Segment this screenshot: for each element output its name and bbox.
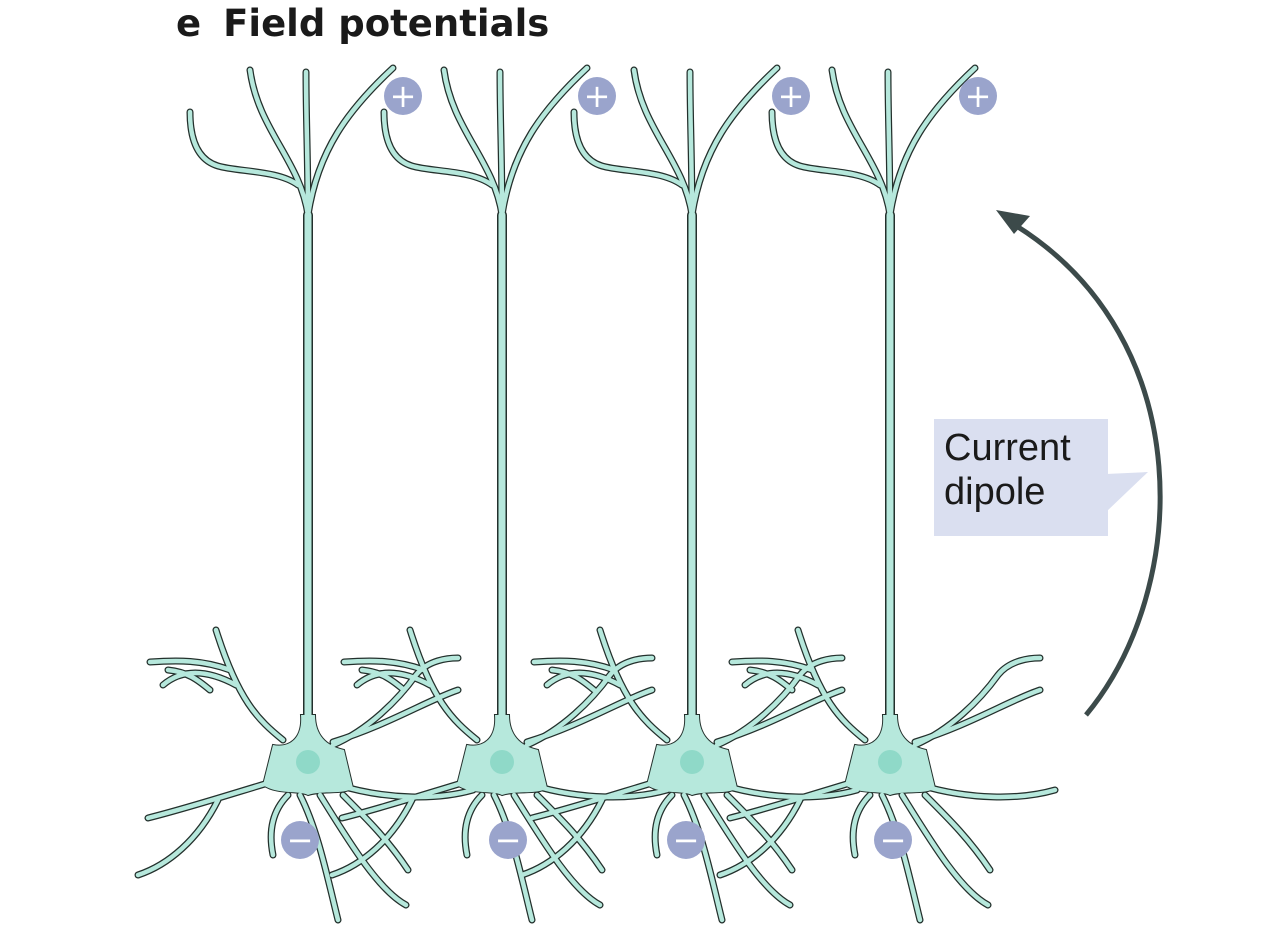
svg-text:−: − (287, 821, 314, 859)
dendrite-outline (794, 626, 869, 744)
dendrite (747, 667, 795, 693)
dendrite (719, 782, 860, 800)
dendrite-outline (498, 64, 591, 219)
dendrite (899, 792, 991, 908)
dendrite (359, 667, 407, 693)
dendrite (689, 65, 780, 218)
dendrite (441, 67, 505, 218)
dendrite (354, 670, 433, 688)
svg-text:+: + (584, 77, 611, 115)
dendrite (544, 670, 623, 688)
nucleus (680, 750, 704, 774)
positive-charge-icon: + (384, 77, 422, 115)
dendrite-outline (406, 626, 481, 744)
svg-text:+: + (778, 77, 805, 115)
dendrite (769, 109, 883, 188)
dendrite (912, 687, 1043, 745)
dendrite (511, 792, 603, 908)
dendrite (160, 670, 239, 688)
pyramidal-neuron (717, 65, 1058, 923)
dendrite (499, 65, 590, 218)
dendrite-outline (688, 64, 781, 219)
dendrite (497, 69, 505, 223)
dendrite (729, 658, 815, 673)
dendrite (524, 687, 655, 745)
dendrite (717, 797, 803, 878)
dendrite (922, 792, 993, 873)
label-line-1: Current (944, 427, 1071, 469)
svg-text:−: − (673, 821, 700, 859)
positive-charge-icon: + (578, 77, 616, 115)
dendrite (165, 667, 213, 693)
dendrite (829, 67, 893, 218)
dendrite (247, 67, 311, 218)
dendrite (407, 627, 480, 743)
label-pointer (1106, 472, 1148, 512)
label-line-2: dipole (944, 471, 1046, 513)
dendrite (341, 658, 427, 673)
dendrite (850, 792, 873, 858)
svg-text:−: − (880, 821, 907, 859)
dendrite-outline (304, 64, 397, 219)
dendrite (652, 792, 675, 858)
dendrite (305, 65, 396, 218)
current-dipole-arrow (996, 210, 1163, 717)
dendrite (297, 792, 341, 923)
negative-charge-icon: − (667, 821, 705, 859)
dendrite (268, 792, 291, 858)
current-dipole-label: Current dipole (934, 419, 1108, 536)
dendrite (529, 777, 665, 821)
negative-charge-icon: − (281, 821, 319, 859)
dendrite (727, 777, 863, 821)
dendrite (917, 782, 1058, 800)
nucleus (878, 750, 902, 774)
dendrite (519, 797, 605, 878)
dendrite (549, 667, 597, 693)
panel-letter: e (176, 2, 202, 45)
dendrite (147, 658, 233, 673)
dendrite (187, 109, 301, 188)
svg-text:−: − (495, 821, 522, 859)
svg-text:+: + (965, 77, 992, 115)
dendrite (531, 658, 617, 673)
dendrite (303, 69, 311, 223)
dendrite (213, 627, 286, 743)
svg-text:+: + (390, 77, 417, 115)
dendrite (742, 670, 821, 688)
title-text: Field potentials (223, 2, 550, 45)
positive-charge-icon: + (959, 77, 997, 115)
dendrite (681, 792, 725, 923)
dendrite (462, 792, 485, 858)
dendrite (571, 109, 685, 188)
dendrite (879, 792, 923, 923)
nucleus (296, 750, 320, 774)
pyramidal-neuron (329, 65, 670, 923)
dendrite-outline (596, 626, 671, 744)
negative-charge-icon: − (874, 821, 912, 859)
dendrite (340, 792, 411, 873)
dendrite (724, 792, 795, 873)
dendrite (885, 69, 893, 223)
dendrite (339, 777, 475, 821)
dendrite (145, 777, 281, 821)
figure-title: e Field potentials (176, 2, 549, 45)
dendrite (887, 65, 978, 218)
negative-charge-icon: − (489, 821, 527, 859)
dendrite (381, 109, 495, 188)
dendrite (597, 627, 670, 743)
dendrite (330, 687, 461, 745)
positive-charge-icon: + (772, 77, 810, 115)
pyramidal-neuron (519, 65, 860, 923)
dendrite (687, 69, 695, 223)
dendrite (795, 627, 868, 743)
dendrite (329, 797, 415, 878)
dendrite (631, 67, 695, 218)
dendrite-outline (212, 626, 287, 744)
dendrite (534, 792, 605, 873)
dendrite (714, 687, 845, 745)
nucleus (490, 750, 514, 774)
dendrite (135, 797, 221, 878)
